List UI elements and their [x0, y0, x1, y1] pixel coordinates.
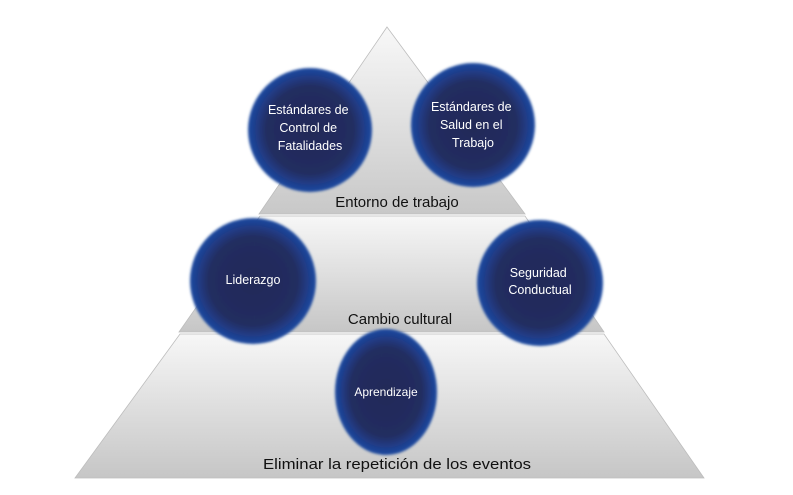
node-liderazgo-circle: [190, 218, 316, 344]
node-line: Seguridad: [510, 266, 567, 280]
node-aprendizaje: Aprendizaje: [335, 329, 437, 455]
node-line: Control de: [279, 121, 337, 135]
node-fatalidades-label: Estándares de Control de Fatalidades: [268, 103, 352, 153]
node-line: Estándares de: [268, 103, 349, 117]
tier-label-top: Entorno de trabajo: [335, 194, 458, 211]
node-line: Fatalidades: [278, 139, 343, 153]
node-salud-label: Estándares de Salud en el Trabajo: [431, 100, 515, 150]
node-salud: Estándares de Salud en el Trabajo: [411, 63, 535, 187]
node-liderazgo: Liderazgo: [190, 218, 316, 344]
tier-label-bottom: Eliminar la repetición de los eventos: [263, 456, 531, 473]
node-aprendizaje-circle: [335, 329, 437, 455]
tier-label-middle: Cambio cultural: [348, 311, 452, 328]
node-line: Salud en el: [440, 118, 503, 132]
node-line: Trabajo: [452, 136, 494, 150]
node-salud-circle: [411, 63, 535, 187]
node-liderazgo-label: Liderazgo: [226, 273, 281, 287]
node-fatalidades-circle: [248, 68, 372, 192]
node-fatalidades: Estándares de Control de Fatalidades: [248, 68, 372, 192]
node-line: Aprendizaje: [354, 385, 418, 399]
node-line: Conductual: [508, 283, 571, 297]
node-seguridad-circle: [477, 220, 603, 346]
node-seguridad: Seguridad Conductual: [477, 220, 603, 346]
node-line: Liderazgo: [226, 273, 281, 287]
node-aprendizaje-label: Aprendizaje: [354, 385, 418, 399]
node-line: Estándares de: [431, 100, 512, 114]
node-seguridad-label: Seguridad Conductual: [508, 266, 571, 297]
